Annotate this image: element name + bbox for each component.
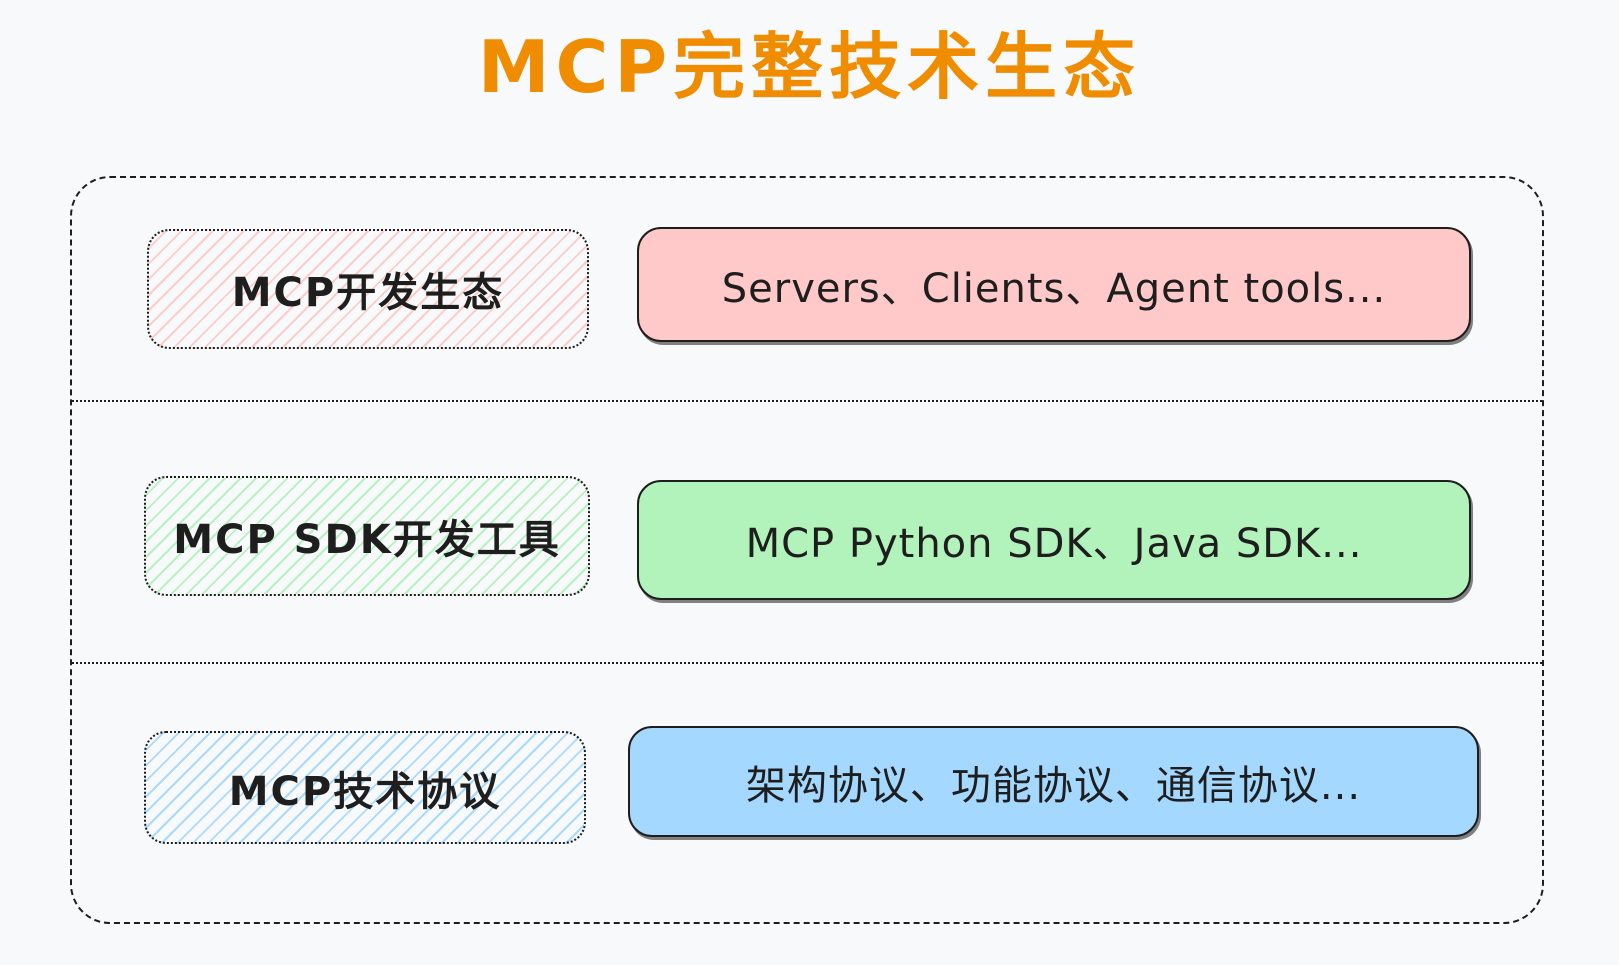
layer-label-protocol: MCP技术协议 bbox=[144, 731, 586, 844]
layer-content-text: MCP Python SDK、Java SDK... bbox=[745, 521, 1363, 567]
layer-content-dev-ecosystem: Servers、Clients、Agent tools... bbox=[637, 227, 1471, 342]
layer-content-text: 架构协议、功能协议、通信协议... bbox=[745, 762, 1362, 809]
layer-divider-bottom bbox=[72, 662, 1542, 664]
layer-label-text: MCP开发生态 bbox=[231, 270, 505, 316]
layer-divider-top bbox=[72, 400, 1542, 402]
ecosystem-frame bbox=[70, 176, 1544, 924]
layer-label-text: MCP技术协议 bbox=[228, 768, 502, 815]
layer-content-protocol: 架构协议、功能协议、通信协议... bbox=[628, 726, 1479, 837]
layer-label-text: MCP SDK开发工具 bbox=[173, 517, 561, 563]
layer-content-sdk-tools: MCP Python SDK、Java SDK... bbox=[637, 480, 1471, 600]
diagram-title: MCP完整技术生态 bbox=[477, 25, 1142, 109]
layer-label-sdk-tools: MCP SDK开发工具 bbox=[144, 476, 590, 596]
layer-label-dev-ecosystem: MCP开发生态 bbox=[147, 229, 589, 349]
layer-content-text: Servers、Clients、Agent tools... bbox=[721, 265, 1387, 312]
